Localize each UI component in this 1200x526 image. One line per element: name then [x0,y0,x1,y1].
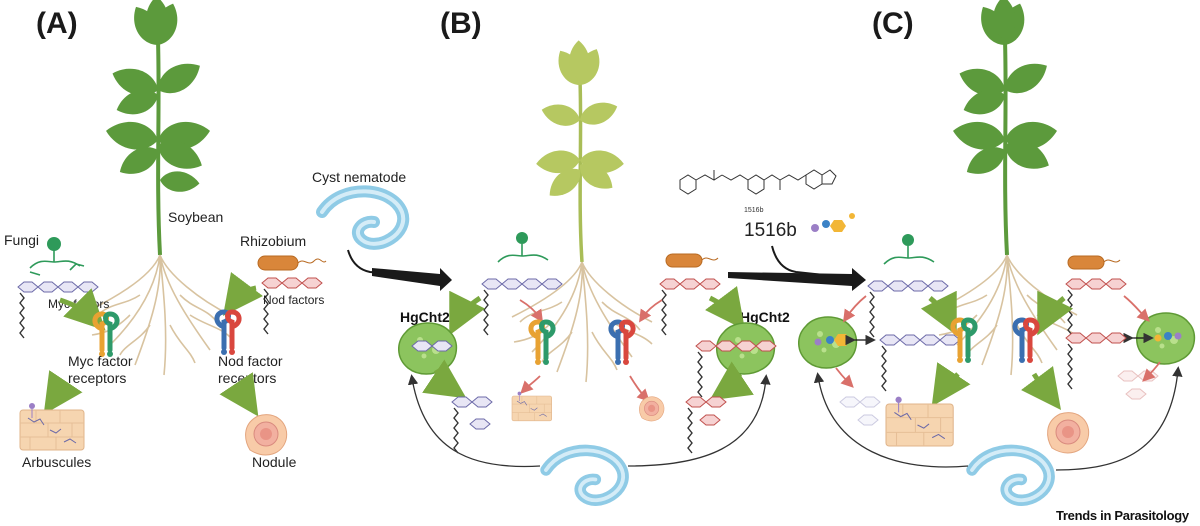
hgcht2-label-right: HgCht2 [740,309,790,325]
nod-chain-b [659,278,721,336]
arrow-red-c-3 [835,367,854,388]
fungi-label: Fungi [4,232,39,248]
rhizobium-label: Rhizobium [240,233,306,249]
arrow-a-to-b [347,249,441,279]
inhibitor-bound-right [1154,332,1182,342]
myc-chain-c [867,280,949,338]
cyst-nematode-label: Cyst nematode [312,169,406,185]
arrow-red-b-1 [519,299,543,323]
arrow-nod-to-receptor [222,271,264,316]
rhizobium-icon [257,255,327,271]
soybean-plant-b [511,40,653,383]
rhizobium-icon-b [665,253,719,268]
feedback-arrow-c-left [813,372,969,468]
myc-receptors-label-1: Myc factor [68,353,133,369]
myc-chain-b [481,278,563,336]
arbuscules-label: Arbuscules [22,454,91,470]
chain-intact-right-c [1065,332,1127,390]
myc-receptor-icon [95,314,117,357]
arrow-b-to-c-head [728,272,852,286]
panel-label-a: (A) [36,7,78,40]
arrow-red-c-1 [843,295,867,323]
myc-receptors-label-2: receptors [68,370,126,386]
arrow-red-b-4 [629,375,650,402]
nod-receptors-label-1: Nod factor [218,353,283,369]
fungi-icon-b [497,232,549,263]
arrow-myc-to-receptor [59,288,106,331]
nodule-c [1047,412,1090,454]
arrow-green-c-2 [1037,290,1074,336]
soybean-label: Soybean [168,209,223,225]
nod-chain-c [1065,278,1127,336]
cyst-nematode-b [546,450,623,500]
arrow-red-b-2 [639,299,663,323]
fungi-icon [29,237,85,276]
arbuscules-c [885,396,954,447]
feedback-arrow-b-right [627,374,771,467]
fungi-icon-c [883,234,935,265]
nod-receptor-icon [217,312,239,355]
arrow-red-b-3 [520,375,541,394]
arrow-red-c-2 [1123,295,1150,322]
arrow-b-right-down [709,361,754,401]
arrow-to-nodule [219,372,259,417]
nod-receptors-label-2: receptors [218,370,276,386]
arrow-green-c-3 [931,362,971,407]
panel-label-b: (B) [440,7,482,40]
arrow-green-c-4 [1020,365,1062,410]
nodule-icon [245,414,288,456]
myc-receptor-b [531,322,553,365]
arbuscules-small-b [511,391,552,422]
nodule-label: Nodule [252,454,297,470]
soybean-plant-a [89,0,231,376]
panel-label-c: (C) [872,7,914,40]
feedback-arrow-c-right [1055,366,1183,471]
arrow-green-c-1 [920,290,957,336]
nodule-small-b [639,396,665,422]
arbuscules-icon [19,402,85,451]
arrow-b-left-to-hgcht2 [449,290,486,336]
arrow-red-c-4 [1142,361,1161,382]
journal-credit: Trends in Parasitology [1056,508,1190,523]
arrow-b-left-down [422,359,467,399]
nod-factors-label: Nod factors [263,293,324,307]
arrow-b-right-to-hgcht2 [704,285,746,330]
arrow-to-arbuscules [43,370,83,415]
compound-label-big: 1516b [744,220,797,241]
feedback-arrow-b-left [407,374,541,468]
faded-chains-c-right [1117,370,1159,400]
rhizobium-icon-c [1067,255,1121,270]
faded-chains-c-left [839,396,881,426]
hgcht2-label-left: HgCht2 [400,309,450,325]
soybean-plant-c [936,0,1078,376]
compound-sugar-icon [811,213,855,232]
cyst-nematode-c [972,450,1049,500]
cleaved-chains-b-right [685,396,727,454]
cleaved-chains-b-left [451,396,493,454]
arrow-a-to-b-head [372,268,440,286]
arrow-b-to-c [771,245,853,279]
compound-label-small: 1516b [744,207,764,214]
compound-1516b-structure [679,169,837,195]
cyst-nematode-icon [322,191,403,244]
